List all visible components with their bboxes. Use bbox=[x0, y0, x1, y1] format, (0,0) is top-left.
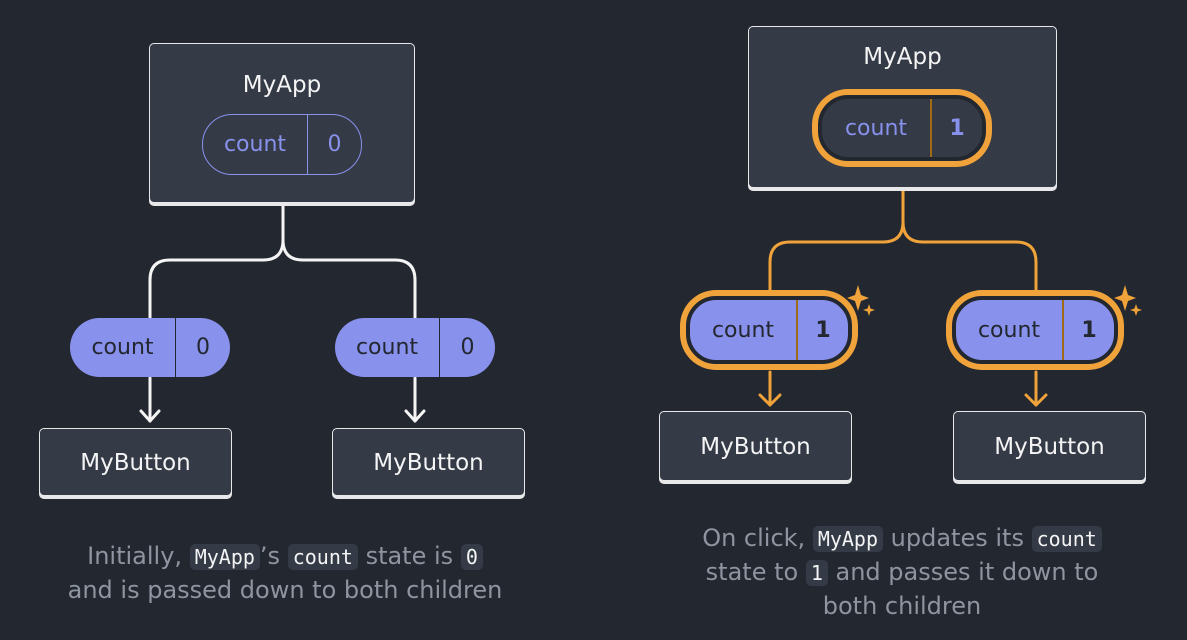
state-pill: count 0 bbox=[202, 114, 362, 175]
right-caption: On click, MyApp updates its count state … bbox=[660, 522, 1144, 623]
right-arrow-head-2 bbox=[1024, 393, 1048, 407]
left-arrow-head-2 bbox=[404, 409, 426, 423]
caption-text: Initially, bbox=[87, 542, 183, 570]
left-caption: Initially, MyApp’s count state is 0 and … bbox=[20, 540, 550, 607]
caption-line-2: state to 1 and passes it down to bbox=[660, 556, 1144, 590]
right-myapp-node: MyApp count 1 bbox=[748, 26, 1057, 188]
right-connectors bbox=[758, 188, 1048, 407]
left-prop-pill-1: count 0 bbox=[70, 318, 230, 377]
caption-line-2: and is passed down to both children bbox=[67, 576, 503, 604]
left-connectors bbox=[139, 203, 426, 423]
prop-label: count bbox=[977, 317, 1041, 343]
state-value: 1 bbox=[930, 99, 982, 157]
left-branch-line-2 bbox=[281, 238, 417, 320]
right-prop-pill-2: count 1 bbox=[952, 296, 1118, 364]
caption-text: state is bbox=[365, 542, 454, 570]
node-title: MyButton bbox=[994, 434, 1105, 460]
caption-text: and passes it down to bbox=[835, 558, 1099, 586]
left-arrow-head-1 bbox=[139, 409, 161, 423]
node-title: MyApp bbox=[863, 44, 942, 70]
caption-line-1: On click, MyApp updates its count bbox=[660, 522, 1144, 556]
sparkle-icon bbox=[1130, 304, 1142, 316]
sparkle-icon bbox=[1114, 285, 1136, 311]
right-mybutton-node-1: MyButton bbox=[659, 411, 852, 481]
state-value: 0 bbox=[307, 115, 361, 174]
node-title: MyButton bbox=[80, 450, 191, 476]
left-myapp-node: MyApp count 0 bbox=[149, 43, 415, 203]
node-title: MyApp bbox=[242, 72, 322, 98]
caption-line-1: Initially, MyApp’s count state is 0 bbox=[20, 540, 550, 574]
left-mybutton-node-1: MyButton bbox=[39, 428, 232, 496]
state-pill: count 1 bbox=[818, 95, 986, 161]
caption-text: updates its bbox=[890, 524, 1024, 552]
sparkle-icon bbox=[863, 304, 875, 316]
right-mybutton-node-2: MyButton bbox=[953, 411, 1146, 481]
inline-code: MyApp bbox=[812, 526, 884, 552]
inline-code: MyApp bbox=[189, 544, 260, 570]
prop-value: 0 bbox=[439, 318, 495, 377]
right-prop-pill-1: count 1 bbox=[686, 296, 852, 364]
caption-text: state to bbox=[705, 558, 799, 586]
left-branch-line-1 bbox=[148, 203, 285, 320]
caption-text: On click, bbox=[702, 524, 806, 552]
prop-value: 0 bbox=[175, 318, 230, 377]
inline-code: count bbox=[287, 544, 358, 570]
prop-label: count bbox=[355, 335, 419, 360]
prop-value: 1 bbox=[1062, 300, 1114, 360]
inline-code: count bbox=[1031, 526, 1102, 552]
inline-code: 0 bbox=[460, 544, 483, 570]
left-prop-pill-2: count 0 bbox=[335, 318, 495, 377]
right-branch-line-2 bbox=[901, 220, 1038, 298]
caption-text: ’s bbox=[259, 542, 281, 570]
inline-code: 1 bbox=[805, 560, 828, 586]
left-mybutton-node-2: MyButton bbox=[332, 428, 525, 496]
right-branch-line-1 bbox=[768, 188, 905, 298]
prop-label: count bbox=[711, 317, 775, 343]
prop-label: count bbox=[91, 335, 154, 360]
prop-value: 1 bbox=[796, 300, 848, 360]
caption-line-3: both children bbox=[822, 592, 982, 620]
node-title: MyButton bbox=[700, 434, 811, 460]
sparkle-icon bbox=[847, 285, 869, 311]
node-title: MyButton bbox=[373, 450, 484, 476]
right-arrow-head-1 bbox=[758, 393, 782, 407]
state-label: count bbox=[844, 115, 908, 141]
state-label: count bbox=[223, 132, 287, 157]
